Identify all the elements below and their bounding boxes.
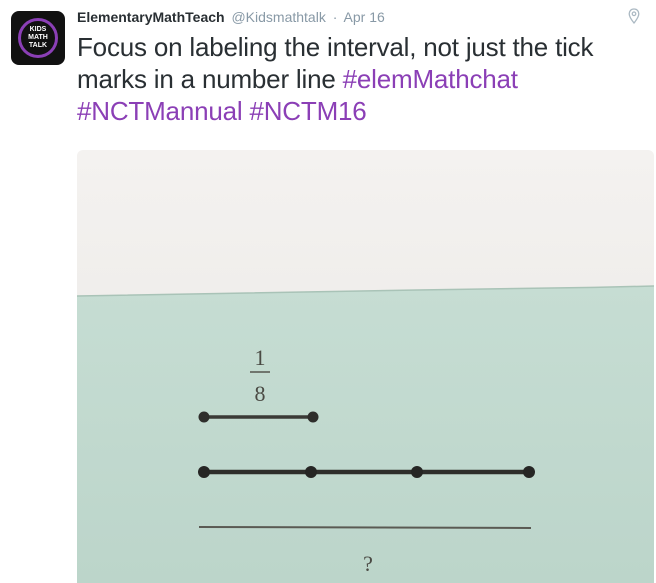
tweet-text: Focus on labeling the interval, not just… [77, 31, 647, 127]
question-mark: ? [363, 551, 373, 576]
avatar-line-2: MATH [28, 34, 48, 41]
number-line-point-2 [305, 466, 317, 478]
number-line-point-3 [411, 466, 423, 478]
fraction-denominator: 8 [255, 381, 266, 406]
number-line-point-1 [198, 466, 210, 478]
avatar-line-1: KIDS [29, 26, 47, 33]
tweet-header: ElementaryMathTeach @Kidsmathtalk · Apr … [77, 8, 385, 26]
paper-edge-shadow [77, 285, 654, 297]
tweet-photo[interactable]: 1 8 ? [77, 150, 654, 583]
answer-line [198, 526, 532, 529]
hashtag-elemmathchat[interactable]: #elemMathchat [342, 64, 518, 94]
photo-number-line: 1 8 ? [77, 150, 654, 583]
interval-endpoint-left [198, 411, 210, 423]
fraction-numerator: 1 [255, 345, 266, 370]
avatar-logo: KIDS MATH TALK [18, 18, 58, 58]
separator-dot: · [332, 9, 338, 25]
hashtag-nctm16[interactable]: #NCTM16 [249, 96, 367, 126]
tweet-body: Focus on labeling the interval, not just… [77, 32, 594, 94]
author-handle[interactable]: @Kidsmathtalk [231, 9, 326, 25]
location-pin-icon[interactable] [628, 8, 640, 24]
hashtag-nctmannual[interactable]: #NCTMannual [77, 96, 243, 126]
avatar-line-3: TALK [28, 42, 48, 49]
number-line-point-4 [523, 466, 535, 478]
author-name[interactable]: ElementaryMathTeach [77, 9, 225, 25]
interval-endpoint-right [307, 411, 319, 423]
avatar[interactable]: KIDS MATH TALK [11, 11, 65, 65]
photo-paper [77, 286, 654, 583]
timestamp[interactable]: Apr 16 [343, 9, 385, 25]
